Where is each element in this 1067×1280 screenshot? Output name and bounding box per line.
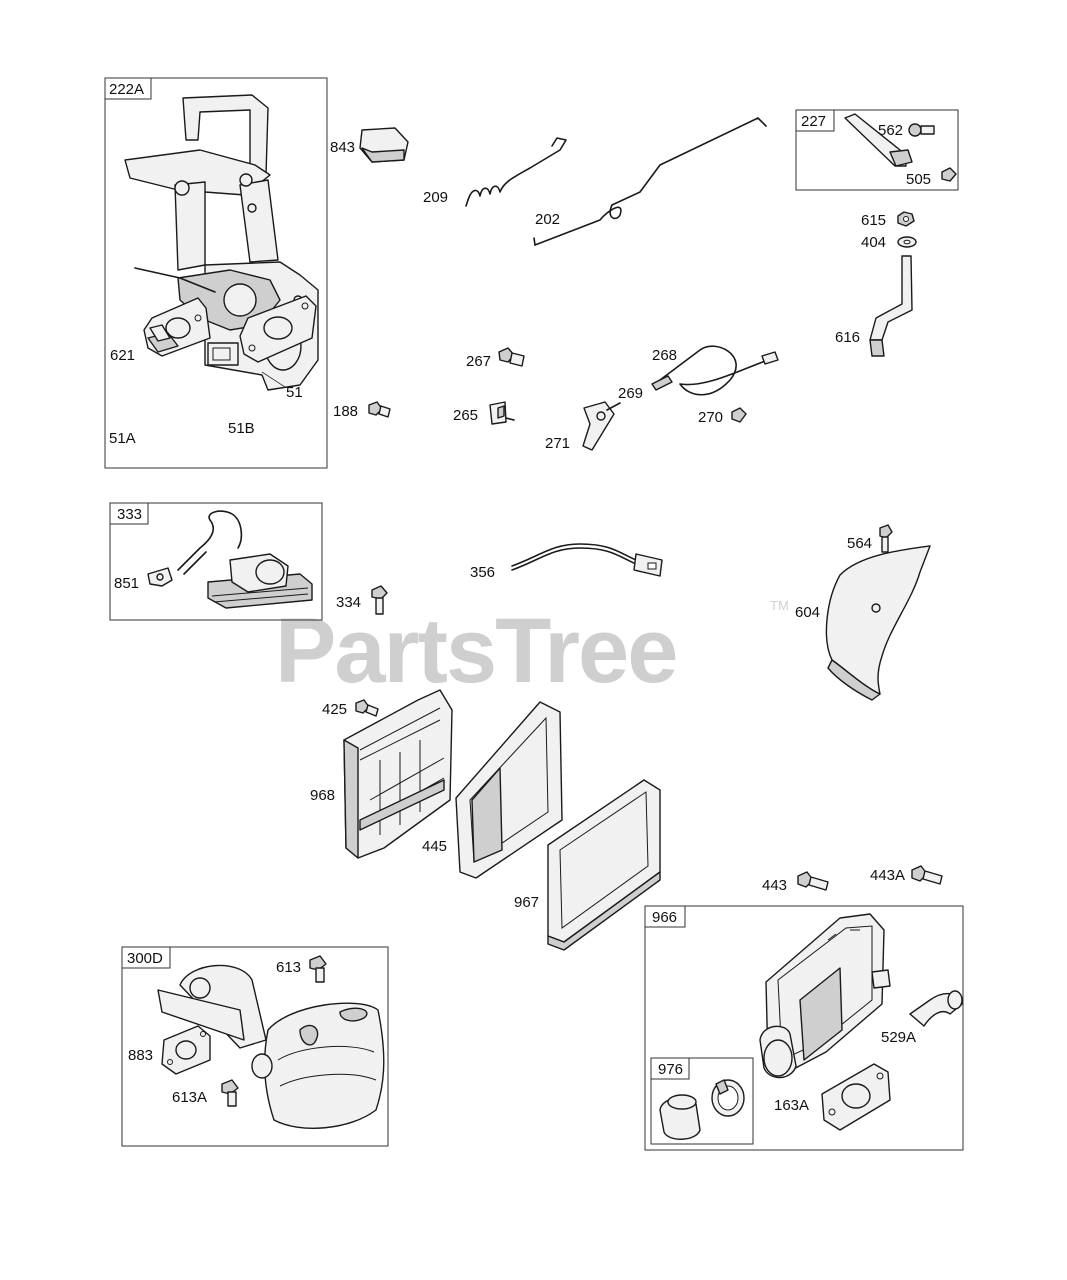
part-843-foam[interactable] xyxy=(359,127,409,163)
part-968-base[interactable] xyxy=(343,689,453,859)
part-445-precleaner[interactable] xyxy=(455,701,563,879)
screw-613-part[interactable] xyxy=(309,955,327,983)
callout-188: 188 xyxy=(333,403,358,420)
part-356-wire[interactable] xyxy=(511,543,663,577)
clip-621-part[interactable] xyxy=(147,324,179,353)
callout-883: 883 xyxy=(128,1047,153,1064)
part-334-screw[interactable] xyxy=(371,585,388,615)
housing-part[interactable] xyxy=(759,913,891,1079)
watermark-trademark: TM xyxy=(770,598,789,613)
part-564-screw[interactable] xyxy=(879,524,893,553)
part-615-nut[interactable] xyxy=(897,211,915,227)
callout-265: 265 xyxy=(453,407,478,424)
svg-text:966: 966 xyxy=(652,909,677,926)
callout-968: 968 xyxy=(310,787,335,804)
group-966[interactable]: 966 529A 163A 976 xyxy=(644,905,964,1151)
part-268-cable[interactable] xyxy=(651,345,779,396)
part-271-bracket[interactable] xyxy=(582,401,621,451)
svg-text:222A: 222A xyxy=(109,81,144,98)
part-616-shaft[interactable] xyxy=(869,255,913,357)
part-404-washer[interactable] xyxy=(897,236,917,248)
svg-text:300D: 300D xyxy=(127,950,163,967)
svg-text:227: 227 xyxy=(801,113,826,130)
callout-529A: 529A xyxy=(881,1029,916,1046)
callout-564: 564 xyxy=(847,535,872,552)
screw-562-part[interactable] xyxy=(908,123,935,137)
callout-271: 271 xyxy=(545,435,570,452)
nut-505-part[interactable] xyxy=(941,167,957,182)
callout-334: 334 xyxy=(336,594,361,611)
callout-562: 562 xyxy=(878,122,903,139)
part-202-rod[interactable] xyxy=(533,117,767,246)
watermark: PartsTree xyxy=(275,600,676,702)
callout-613: 613 xyxy=(276,959,301,976)
part-604-shroud[interactable] xyxy=(825,545,931,701)
callout-621: 621 xyxy=(110,347,135,364)
group-976[interactable]: 976 xyxy=(650,1057,754,1145)
callout-616: 616 xyxy=(835,329,860,346)
callout-967: 967 xyxy=(514,894,539,911)
callout-443: 443 xyxy=(762,877,787,894)
group-333[interactable]: 333 851 xyxy=(109,502,323,621)
part-265-clip[interactable] xyxy=(489,401,515,425)
callout-51B: 51B xyxy=(228,420,255,437)
callout-505: 505 xyxy=(906,171,931,188)
clip-851-part[interactable] xyxy=(147,567,173,587)
group-227[interactable]: 227 562 505 xyxy=(795,109,959,191)
callout-356: 356 xyxy=(470,564,495,581)
callout-51: 51 xyxy=(286,384,303,401)
part-967-filter[interactable] xyxy=(547,779,661,951)
lever-part[interactable] xyxy=(844,113,913,167)
clamp-part[interactable] xyxy=(711,1079,745,1117)
callout-851: 851 xyxy=(114,575,139,592)
callout-404: 404 xyxy=(861,234,886,251)
callout-268: 268 xyxy=(652,347,677,364)
callout-163A: 163A xyxy=(774,1097,809,1114)
part-443A-bolt[interactable] xyxy=(911,865,943,885)
callout-269: 269 xyxy=(618,385,643,402)
part-425-screw[interactable] xyxy=(355,699,379,717)
callout-613A: 613A xyxy=(172,1089,207,1106)
callout-615: 615 xyxy=(861,212,886,229)
breather-tube-part[interactable] xyxy=(659,1094,701,1140)
part-270-nut[interactable] xyxy=(731,407,747,423)
screw-613A-part[interactable] xyxy=(221,1079,239,1107)
part-267-screw[interactable] xyxy=(498,347,525,367)
armature-part[interactable] xyxy=(177,510,313,609)
part-443-bolt[interactable] xyxy=(797,871,829,891)
elbow-529A-part[interactable] xyxy=(909,990,963,1027)
muffler-part[interactable] xyxy=(157,964,385,1129)
callout-604: 604 xyxy=(795,604,820,621)
callout-202: 202 xyxy=(535,211,560,228)
callout-843: 843 xyxy=(330,139,355,156)
callout-443A: 443A xyxy=(870,867,905,884)
part-209-spring[interactable] xyxy=(465,137,567,207)
callout-270: 270 xyxy=(698,409,723,426)
svg-text:333: 333 xyxy=(117,506,142,523)
callout-445: 445 xyxy=(422,838,447,855)
callout-51A: 51A xyxy=(109,430,136,447)
svg-text:976: 976 xyxy=(658,1061,683,1078)
gasket-883-part[interactable] xyxy=(161,1025,211,1075)
callout-425: 425 xyxy=(322,701,347,718)
gasket-51B-part[interactable] xyxy=(239,295,317,363)
callout-267: 267 xyxy=(466,353,491,370)
group-300D[interactable]: 300D 613 883 613A xyxy=(121,946,389,1147)
callout-209: 209 xyxy=(423,189,448,206)
gasket-163A-part[interactable] xyxy=(821,1063,891,1131)
part-188-screw[interactable] xyxy=(368,401,391,418)
group-222A[interactable]: 222A xyxy=(104,77,328,469)
